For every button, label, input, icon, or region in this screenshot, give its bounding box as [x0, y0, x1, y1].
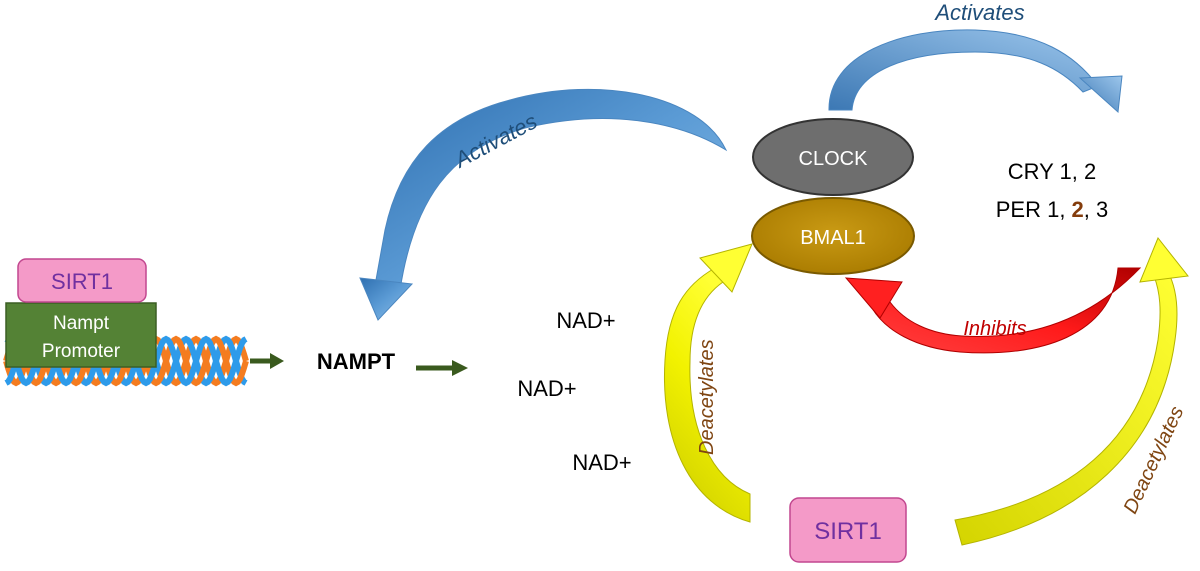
deacetylates-arrow-right — [954, 237, 1189, 546]
bmal1-node: BMAL1 — [751, 197, 915, 275]
promoter-label-line1: Nampt — [53, 313, 110, 334]
per-label: PER 1, 2, 3 — [996, 197, 1109, 222]
clock-label: CLOCK — [799, 148, 869, 170]
nampt-promoter-box: Nampt Promoter — [5, 302, 157, 368]
nad-label-1: NAD+ — [556, 308, 615, 333]
clock-node: CLOCK — [752, 118, 914, 196]
nad-label-2: NAD+ — [517, 376, 576, 401]
sirt1-bottom-label: SIRT1 — [814, 518, 882, 545]
green-arrow-promoter-to-nampt — [250, 353, 284, 369]
activates-arrow-clock-to-nampt — [359, 88, 728, 321]
dna-strand — [4, 335, 248, 387]
sirt1-bottom-box: SIRT1 — [789, 497, 907, 563]
nad-label-3: NAD+ — [572, 450, 631, 475]
cry-label: CRY 1, 2 — [1008, 159, 1096, 184]
per-label-suffix: , 3 — [1084, 197, 1108, 222]
nampt-label: NAMPT — [317, 349, 396, 374]
inhibits-arrow — [844, 267, 1142, 354]
per-label-highlight: 2 — [1072, 197, 1084, 222]
green-arrow-nampt-to-nad — [416, 360, 468, 376]
sirt1-top-box: SIRT1 — [17, 258, 147, 303]
bmal1-label: BMAL1 — [800, 227, 866, 249]
activates-label-top: Activates — [933, 0, 1024, 25]
deacetylates-label-left: Deacetylates — [696, 339, 718, 455]
activates-arrow-clock-to-cry — [828, 29, 1123, 114]
per-label-prefix: PER 1, — [996, 197, 1072, 222]
inhibits-label: Inhibits — [963, 318, 1026, 340]
promoter-label-line2: Promoter — [42, 341, 121, 362]
sirt1-top-label: SIRT1 — [51, 269, 113, 294]
deacetylates-arrow-left — [663, 243, 753, 523]
